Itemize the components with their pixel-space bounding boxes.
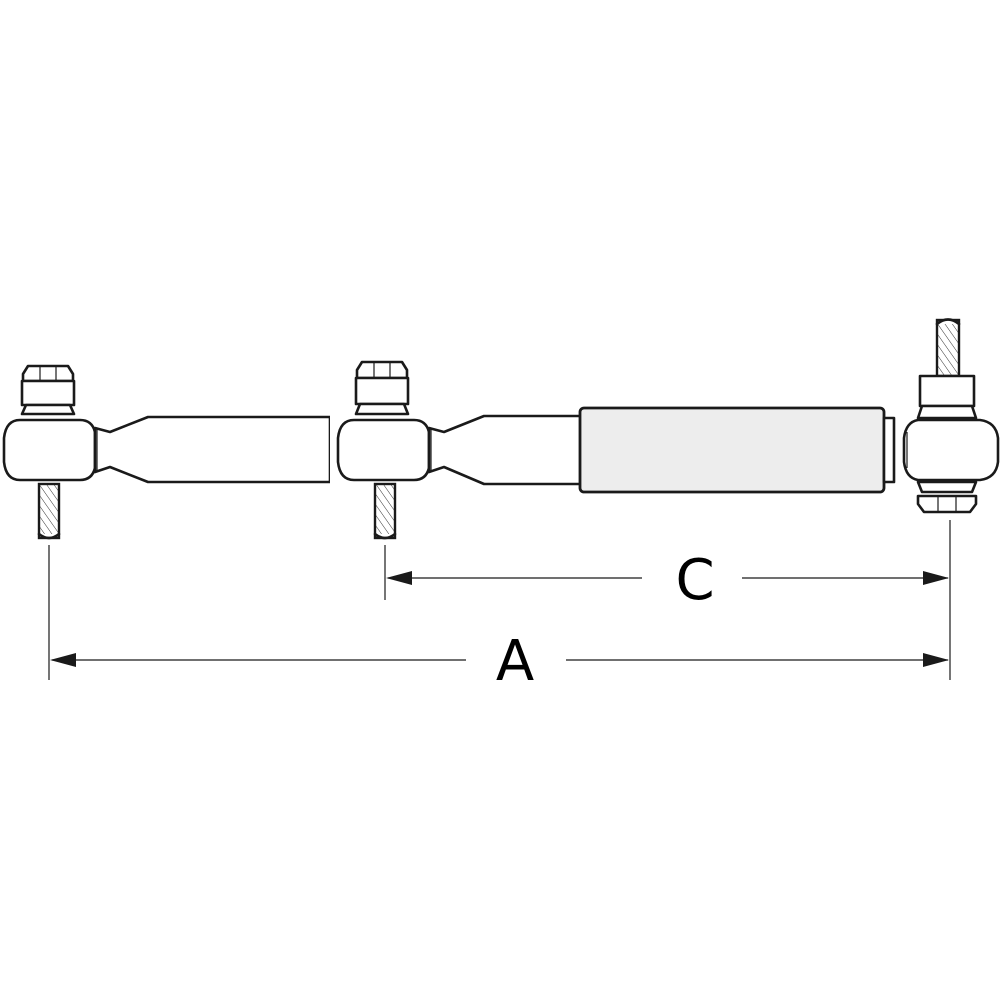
dim-c-arrow-right [923, 571, 949, 585]
right-stud [935, 318, 961, 378]
left-stud [37, 482, 61, 540]
left-washer [20, 379, 76, 407]
dimension-a: A [50, 629, 949, 694]
middle-rod [427, 414, 584, 486]
tube-body [578, 406, 886, 494]
left-nut-cap [21, 364, 75, 383]
dim-a-label: A [496, 629, 534, 694]
right-washer [918, 374, 976, 408]
right-nut-cap [916, 494, 978, 514]
middle-eye [336, 418, 431, 482]
dimension-c: C [386, 548, 949, 613]
extension-lines [48, 520, 951, 680]
right-eye [902, 418, 1000, 482]
dim-c-arrow-left [386, 571, 412, 585]
right-ball-joint [902, 318, 1000, 514]
dim-a-arrow-right [923, 653, 949, 667]
left-ball-joint [2, 364, 332, 540]
middle-ball-joint [336, 360, 584, 540]
middle-nut-cap [355, 360, 409, 380]
tube-end-collar [882, 416, 896, 484]
left-eye [2, 418, 97, 482]
middle-washer [354, 376, 410, 406]
dim-a-arrow-left [50, 653, 76, 667]
left-rod [93, 415, 332, 484]
cylinder-tube [578, 406, 896, 494]
dim-c-label: C [675, 548, 714, 613]
middle-stud [373, 482, 397, 540]
